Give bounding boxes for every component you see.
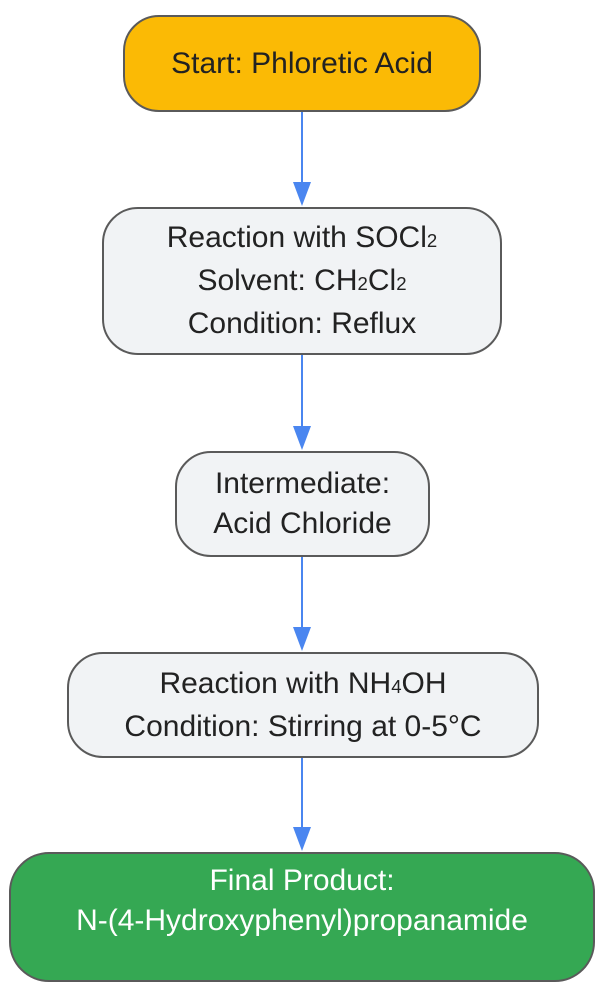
solvent-label: Solvent: CH2Cl2 xyxy=(197,261,406,304)
arrow-start-to-step1 xyxy=(293,112,311,206)
reaction-socl2-node: Reaction with SOCl2 Solvent: CH2Cl2 Cond… xyxy=(102,207,502,355)
solvent-subscript-1: 2 xyxy=(357,273,368,295)
final-product-title: Final Product: xyxy=(209,864,395,897)
intermediate-node: Intermediate: Acid Chloride xyxy=(175,451,430,557)
reaction-nh4oh-node: Reaction with NH4OH Condition: Stirring … xyxy=(67,652,539,758)
solvent-subscript-2: 2 xyxy=(396,273,407,295)
solvent-text: Solvent: CH xyxy=(197,264,358,297)
reaction-nh4oh-text-2: OH xyxy=(401,666,447,700)
intermediate-name: Acid Chloride xyxy=(213,507,392,540)
reaction-socl2-subscript: 2 xyxy=(426,230,438,252)
reaction-socl2-text: Reaction with SOCl xyxy=(166,221,427,254)
condition-stirring-label: Condition: Stirring at 0-5°C xyxy=(124,709,482,743)
condition-reflux-label: Condition: Reflux xyxy=(187,307,417,340)
arrow-step2-to-final xyxy=(293,758,311,851)
arrow-intermediate-to-step2 xyxy=(293,557,311,651)
reaction-nh4oh-subscript: 4 xyxy=(391,675,402,697)
final-product-name: N-(4-Hydroxyphenyl)propanamide xyxy=(76,904,528,937)
start-node-label: Start: Phloretic Acid xyxy=(171,46,433,80)
final-product-content: Final Product: N-(4-Hydroxyphenyl)propan… xyxy=(76,861,528,941)
start-node: Start: Phloretic Acid xyxy=(123,15,481,112)
reaction-nh4oh-label: Reaction with NH4OH xyxy=(159,664,446,707)
reaction-nh4oh-text: Reaction with NH xyxy=(159,666,392,700)
final-product-node: Final Product: N-(4-Hydroxyphenyl)propan… xyxy=(9,852,595,982)
intermediate-title: Intermediate: xyxy=(214,467,391,500)
reaction-socl2-label: Reaction with SOCl2 xyxy=(167,218,437,261)
solvent-text-2: Cl xyxy=(367,264,397,297)
arrow-step1-to-intermediate xyxy=(293,355,311,450)
